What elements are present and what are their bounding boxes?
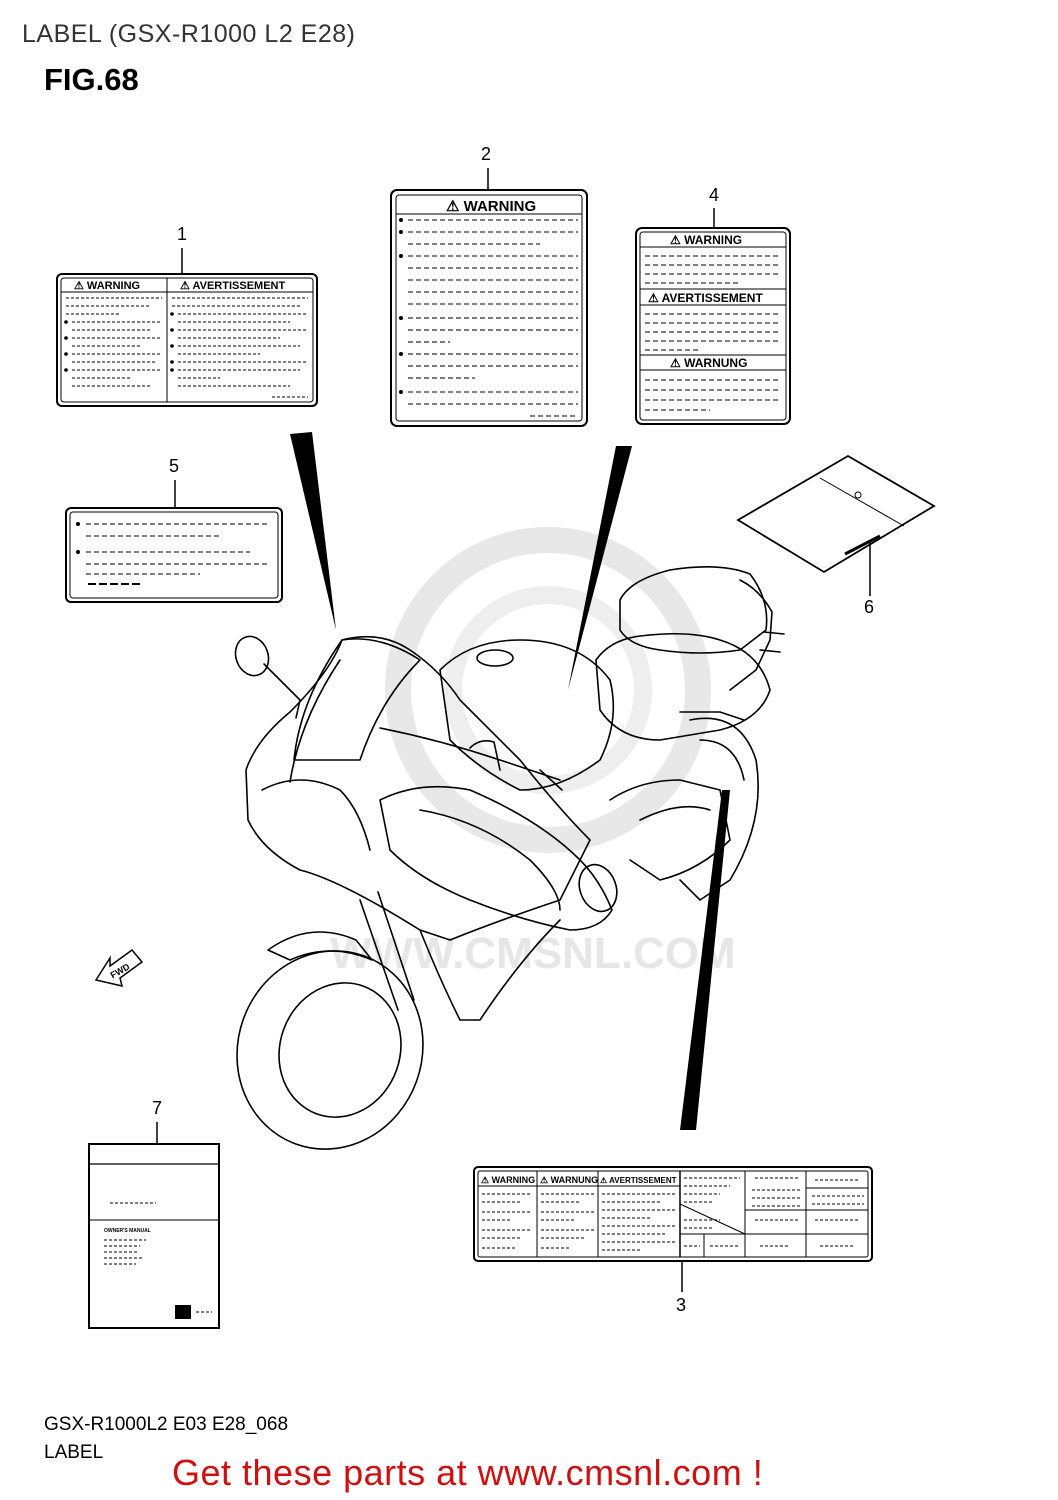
manufacturer-logo — [175, 1305, 191, 1319]
diagram-caption: LABEL — [44, 1442, 104, 1463]
label-3[interactable]: ⚠ WARNING ⚠ WARNUNG ⚠ AVERTISSEMENT — [473, 1166, 873, 1315]
label-4-avertissement-heading: ⚠ AVERTISSEMENT — [648, 291, 763, 305]
label-4-warning-heading: ⚠ WARNING — [670, 233, 742, 247]
label-2[interactable]: 2 ⚠ WARNING — [390, 144, 588, 427]
owners-manual-title: OWNER'S MANUAL — [104, 1228, 151, 1234]
part-number-3: 3 — [676, 1295, 686, 1315]
figure-title: FIG.68 — [44, 62, 139, 97]
label-5[interactable]: 5 — [65, 456, 283, 603]
part-number-2: 2 — [481, 144, 491, 164]
part-number-1: 1 — [177, 224, 187, 244]
part-number-4: 4 — [709, 185, 719, 205]
label-7[interactable]: 7 OWNER'S MANUAL — [88, 1098, 220, 1329]
label-2-warning-heading: ⚠ WARNING — [446, 198, 536, 215]
promo-link[interactable]: Get these parts at www.cmsnl.com ! — [172, 1452, 764, 1493]
part-number-7: 7 — [152, 1098, 162, 1118]
watermark: WWW.CMSNL.COM — [330, 527, 736, 978]
page-title: LABEL (GSX-R1000 L2 E28) — [22, 20, 356, 48]
diagram-code: GSX-R1000L2 E03 E28_068 — [44, 1414, 289, 1435]
leader-lines — [290, 432, 730, 1130]
label-3-warnung-heading: ⚠ WARNUNG — [540, 1175, 598, 1185]
forward-direction-marker: FWD — [94, 948, 144, 988]
label-3-avertissement-heading: ⚠ AVERTISSEMENT — [600, 1176, 677, 1185]
label-1-avertissement-heading: ⚠ AVERTISSEMENT — [180, 280, 285, 292]
label-4-warnung-heading: ⚠ WARNUNG — [670, 356, 747, 370]
label-6[interactable]: 6 — [736, 454, 936, 617]
motorcycle-illustration — [234, 566, 785, 1150]
part-number-6: 6 — [864, 597, 874, 617]
label-3-warning-heading: ⚠ WARNING — [481, 1175, 535, 1185]
watermark-text: WWW.CMSNL.COM — [330, 929, 736, 978]
label-1-warning-heading: ⚠ WARNING — [74, 280, 140, 292]
label-4[interactable]: 4 ⚠ WARNING ⚠ AVERTISSEMENT ⚠ WARNUNG — [635, 185, 791, 425]
part-number-5: 5 — [169, 456, 179, 476]
label-1[interactable]: 1 ⚠ WARNING ⚠ AVERTISSEMENT — [56, 224, 318, 407]
